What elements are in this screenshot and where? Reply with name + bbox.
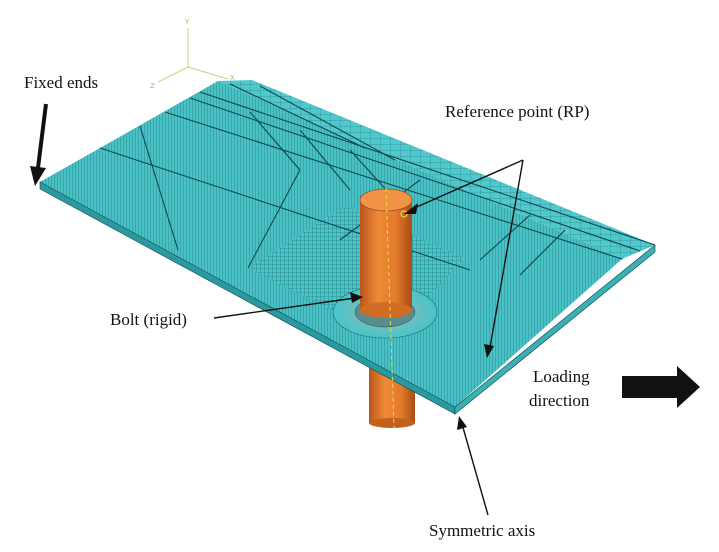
loading-label-line1: Loading: [533, 367, 590, 386]
symmetric-axis-leader: [457, 416, 489, 516]
triad-x-label: X: [230, 74, 235, 82]
rp-arrowhead-bolt: [404, 203, 418, 214]
rp-arrowhead-plate: [484, 344, 494, 358]
fixed-ends-label: Fixed ends: [24, 73, 98, 92]
bolt-label: Bolt (rigid): [110, 310, 187, 329]
fixed-ends-arrow: [30, 103, 48, 186]
symmetric-axis-label: Symmetric axis: [429, 521, 535, 540]
loading-label-line2: direction: [529, 391, 590, 410]
coordinate-triad: [157, 28, 229, 83]
bolt-leader: [213, 292, 363, 319]
reference-point-leaders: [409, 159, 524, 354]
loading-direction-arrow: [622, 366, 700, 408]
bolt-top-face: [359, 188, 413, 212]
triad-z-label: Z: [150, 82, 155, 90]
bolt-upper-shank: [359, 188, 413, 318]
symmetry-axis-line: [385, 187, 395, 429]
triad-y-label: Y: [184, 18, 190, 26]
reference-point-label: Reference point (RP): [445, 102, 589, 121]
plate: [39, 80, 656, 415]
